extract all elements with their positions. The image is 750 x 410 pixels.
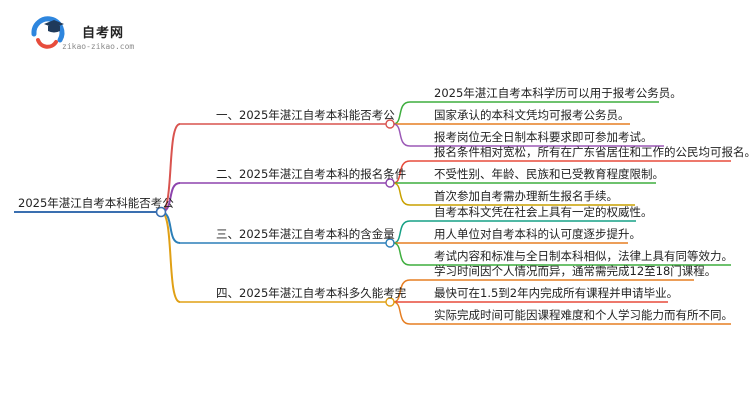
root-label: 2025年湛江自考本科能否考公 bbox=[18, 196, 174, 210]
branch-node bbox=[385, 119, 395, 129]
branch-leaf-connector bbox=[392, 101, 411, 125]
leaf-label: 国家承认的本科文凭均可报考公务员。 bbox=[434, 108, 630, 122]
leaf-label: 最快可在1.5到2年内完成所有课程并申请毕业。 bbox=[434, 286, 679, 300]
branch-node bbox=[385, 178, 395, 188]
branch-leaf-connector bbox=[392, 220, 411, 244]
branch-leaf-connector bbox=[392, 301, 411, 325]
leaf-label: 自考本科文凭在社会上具有一定的权威性。 bbox=[434, 205, 653, 219]
branch-leaf-connector bbox=[392, 123, 411, 147]
root-branch-connector bbox=[160, 211, 181, 244]
branch-label: 四、2025年湛江自考本科多久能考完 bbox=[216, 286, 407, 300]
leaf-label: 学习时间因个人情况而异，通常需完成12至18门课程。 bbox=[434, 264, 717, 278]
branch-leaf-connector bbox=[392, 182, 411, 206]
branch-label: 二、2025年湛江自考本科的报名条件 bbox=[216, 167, 407, 181]
branch-node bbox=[385, 238, 395, 248]
leaf-label: 不受性别、年龄、民族和已受教育程度限制。 bbox=[434, 167, 664, 181]
leaf-label: 报名条件相对宽松，所有在广东省居住和工作的公民均可报名。 bbox=[434, 145, 750, 159]
logo-domain: zikao-zikao.com bbox=[62, 42, 135, 51]
site-logo[interactable] bbox=[30, 14, 140, 50]
branch-label: 三、2025年湛江自考本科的含金量 bbox=[216, 227, 395, 241]
leaf-label: 实际完成时间可能因课程难度和个人学习能力而有所不同。 bbox=[434, 308, 733, 322]
root-node bbox=[155, 206, 167, 218]
leaf-label: 用人单位对自考本科的认可度逐步提升。 bbox=[434, 227, 641, 241]
leaf-label: 报考岗位无全日制本科要求即可参加考试。 bbox=[434, 130, 653, 144]
leaf-label: 2025年湛江自考本科学历可以用于报考公务员。 bbox=[434, 86, 682, 100]
leaf-label: 首次参加自考需办理新生报名手续。 bbox=[434, 189, 618, 203]
leaf-label: 考试内容和标准与全日制本科相似，法律上具有同等效力。 bbox=[434, 249, 733, 263]
branch-node bbox=[385, 297, 395, 307]
branch-label: 一、2025年湛江自考本科能否考公 bbox=[216, 108, 395, 122]
logo-icon bbox=[31, 16, 65, 49]
branch-leaf-connector bbox=[392, 242, 411, 266]
logo-title: 自考网 bbox=[82, 26, 125, 41]
